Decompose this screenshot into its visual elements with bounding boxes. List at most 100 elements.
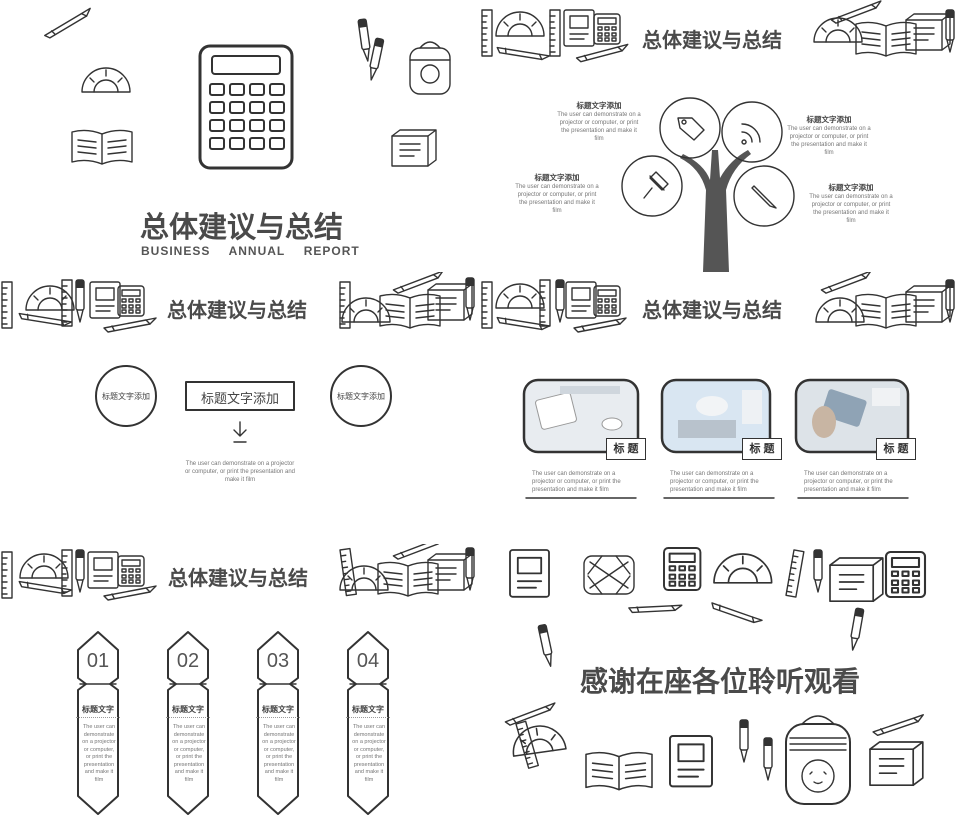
slide-cover[interactable]: 总体建议与总结 BUSINESS ANNUAL REPORT: [0, 0, 480, 272]
slide-photos[interactable]: 总体建议与总结 标 题 标 题 标 题 The user can demonst…: [480, 272, 960, 544]
pencil-icon: [627, 597, 683, 620]
box-icon: [391, 129, 437, 167]
item-label: 标题文字添加: [576, 101, 622, 110]
subtitle-annual: ANNUAL: [228, 244, 286, 258]
protractor-icon: [81, 67, 131, 93]
step-number: 01: [86, 650, 110, 672]
pencil-icon: [40, 7, 96, 40]
photo-card-3: [794, 378, 910, 454]
thanks-doodles: [502, 547, 927, 805]
step-number: 02: [176, 650, 200, 672]
tree-trunk-icon: [680, 150, 751, 272]
ruler-icon: [481, 9, 493, 57]
tag-circle-icon: [659, 97, 721, 159]
backpack-icon: [785, 715, 851, 805]
step-label: 标题文字: [256, 704, 300, 718]
open-book-icon: [377, 561, 439, 597]
step-column-4-icon: [347, 631, 389, 815]
open-book-icon: [855, 293, 917, 329]
subtitle-report: REPORT: [303, 244, 360, 258]
step-desc: The user can demonstrate on a projector …: [172, 724, 206, 783]
pencil-icon: [709, 593, 763, 634]
tree-item-4: 标题文字添加 The user can demonstrate on a pro…: [808, 182, 894, 225]
pin-circle-icon: [621, 155, 683, 217]
subtitle-business: BUSINESS: [141, 244, 211, 258]
marker-icon: [75, 279, 85, 323]
step-column-3-icon: [257, 631, 299, 815]
cover-doodles: [40, 7, 451, 170]
protractor-icon: [495, 11, 545, 37]
marker-icon: [813, 549, 823, 593]
left-circle-label: 标题文字添加: [102, 392, 150, 401]
marker-icon: [465, 277, 475, 321]
center-desc: The user can demonstrate on a projector …: [184, 461, 296, 483]
pencil-icon: [573, 317, 627, 333]
photo-card-1: [522, 378, 640, 454]
slide-tree[interactable]: 总体建议与总结 标题文字添加 The user can demonstrate …: [480, 0, 960, 272]
item-desc: The user can demonstrate on a projector …: [515, 184, 599, 214]
step-number: 04: [356, 650, 380, 672]
step-column-2-icon: [167, 631, 209, 815]
card-desc: The user can demonstrate on a projector …: [804, 471, 893, 493]
right-circle-icon: [330, 365, 392, 427]
protractor-icon: [509, 721, 567, 757]
protractor-icon: [813, 17, 863, 43]
slide-title: 总体建议与总结: [642, 300, 782, 322]
pencil-icon: [103, 317, 157, 333]
marker-icon: [357, 18, 373, 63]
protractor-icon: [341, 297, 391, 323]
calculator-icon: [884, 550, 927, 599]
notebook-icon: [669, 735, 713, 788]
calculator-icon: [117, 285, 145, 317]
ruler-icon: [549, 9, 561, 57]
card-desc: The user can demonstrate on a projector …: [670, 471, 759, 493]
slide-title: 总体建议与总结: [642, 30, 782, 52]
item-desc: The user can demonstrate on a projector …: [787, 126, 871, 156]
card-tag: 标 题: [876, 438, 916, 460]
ruler-icon: [515, 720, 539, 769]
ruler-icon: [481, 281, 493, 329]
slide-title: 总体建议与总结: [167, 300, 307, 322]
ruler-icon: [61, 279, 73, 327]
right-circle-label: 标题文字添加: [337, 392, 385, 401]
item-label: 标题文字添加: [828, 183, 874, 192]
notebook-icon: [87, 551, 119, 589]
open-book-icon: [855, 21, 917, 57]
notebook-icon: [565, 281, 597, 319]
rss-circle-icon: [721, 101, 783, 163]
box-icon: [829, 557, 884, 603]
slide-steps[interactable]: 总体建议与总结 01 02 03 04 标题文字 标题文字 标题文字 标题文字 …: [0, 544, 480, 816]
marker-icon: [739, 719, 749, 763]
ruler-icon: [539, 279, 551, 327]
protractor-icon: [19, 553, 69, 579]
card-desc: The user can demonstrate on a projector …: [532, 471, 621, 493]
slide-circles[interactable]: 总体建议与总结 标题文字添加 标题文字添加 标题文字添加 The user ca…: [0, 272, 480, 544]
step-number: 03: [266, 650, 290, 672]
ruler-icon: [785, 549, 805, 598]
calculator-icon: [663, 547, 702, 591]
slide-thanks[interactable]: 感谢在座各位聆听观看: [480, 544, 960, 816]
marker-icon: [763, 737, 773, 781]
arrow-down-icon: [233, 421, 247, 443]
item-label: 标题文字添加: [534, 173, 580, 182]
marker-icon: [465, 547, 475, 591]
step-desc: The user can demonstrate on a projector …: [262, 724, 296, 783]
open-book-icon: [585, 751, 653, 791]
protractor-icon: [339, 565, 389, 591]
step-desc: The user can demonstrate on a projector …: [352, 724, 386, 783]
calculator-icon: [198, 44, 294, 170]
step-column-1-icon: [77, 631, 119, 815]
pencil-icon: [871, 714, 926, 737]
protractor-icon: [495, 283, 545, 309]
card-tag: 标 题: [742, 438, 782, 460]
item-label: 标题文字添加: [806, 115, 852, 124]
tree-item-3: 标题文字添加 The user can demonstrate on a pro…: [786, 114, 872, 157]
step-desc: The user can demonstrate on a projector …: [82, 724, 116, 783]
header-doodles: [1, 272, 475, 443]
pencil-icon: [495, 307, 551, 340]
backpack-icon: [409, 41, 451, 95]
center-frame-icon: [185, 381, 295, 411]
ruler-icon: [1, 551, 13, 599]
header-doodles: [481, 0, 955, 272]
thanks-title: 感谢在座各位聆听观看: [579, 666, 860, 697]
